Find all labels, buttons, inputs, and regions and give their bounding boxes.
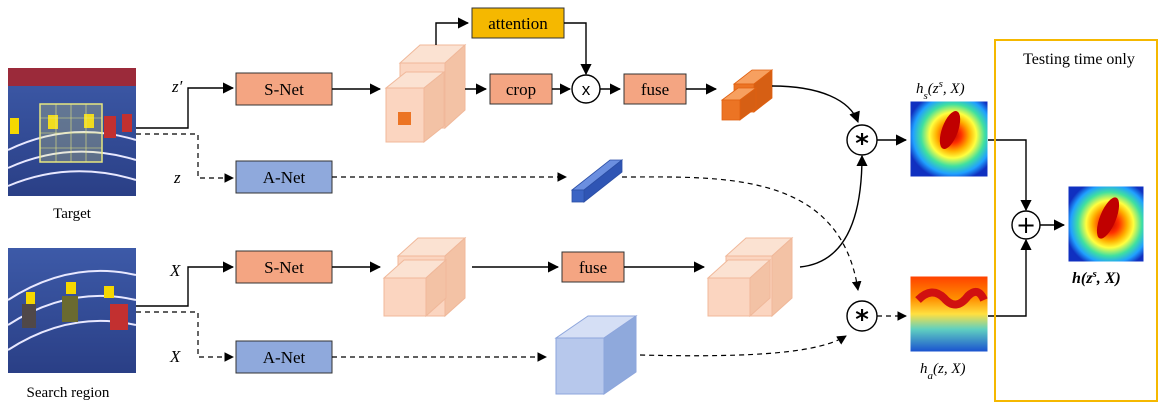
edge-anet-bottom-conv-bottom (639, 335, 847, 357)
edge-hs-sum (988, 139, 1032, 212)
sum-operator: + (1011, 210, 1041, 240)
label-z-prime: z′ (171, 77, 183, 96)
ha-label: ha(z, X) (920, 361, 966, 382)
hs-label: hs(zs, X) (916, 78, 965, 102)
edge-target-z (136, 133, 234, 183)
heatmap-ha (909, 275, 989, 353)
edge-search-conv-top (799, 154, 868, 268)
target-caption: Target (53, 206, 92, 222)
edge-target-zprime (136, 82, 235, 129)
crop-box: crop (489, 73, 553, 105)
heatmap-h (1067, 185, 1145, 263)
conv-bottom-symbol: * (855, 305, 869, 335)
search-caption: Search region (27, 385, 110, 401)
anet-bottom-label: A-Net (263, 348, 306, 367)
attention-label: attention (488, 14, 548, 33)
crop-label: crop (506, 80, 536, 99)
fused-feature-top (720, 69, 774, 121)
multiply-operator: x (571, 74, 601, 104)
fuse-bottom-box: fuse (561, 251, 625, 283)
feature-cubes-bottom-right (706, 236, 794, 318)
snet-top-box: S-Net (235, 72, 333, 106)
label-z: z (173, 168, 181, 187)
snet-top-label: S-Net (264, 80, 304, 99)
feature-cubes-top (384, 43, 467, 144)
sum-symbol: + (1016, 211, 1036, 239)
edge-attention-multiply (564, 22, 592, 76)
fuse-bottom-label: fuse (579, 258, 607, 277)
heatmap-hs (909, 100, 989, 178)
label-x-bottom: X (169, 347, 181, 366)
conv-operator-bottom: * (846, 300, 878, 335)
fuse-top-box: fuse (623, 73, 687, 105)
anet-top-box: A-Net (235, 160, 333, 194)
label-x-top: X (169, 261, 181, 280)
anet-feature-top (570, 159, 624, 203)
snet-bottom-box: S-Net (235, 250, 333, 284)
snet-bottom-label: S-Net (264, 258, 304, 277)
edge-fused-conv-top (771, 85, 860, 124)
attention-box: attention (471, 7, 565, 39)
h-label: h(zs, X) (1072, 268, 1121, 287)
testing-panel (994, 39, 1158, 402)
edge-anet-top-conv-bottom (621, 176, 862, 291)
conv-operator-top: * (846, 124, 878, 159)
edge-search-x-bottom (136, 311, 234, 362)
conv-top-symbol: * (855, 129, 869, 159)
anet-feature-bottom (554, 315, 638, 395)
testing-panel-title: Testing time only (1023, 51, 1135, 68)
feature-cubes-bottom-left (382, 236, 467, 318)
anet-bottom-box: A-Net (235, 340, 333, 374)
edge-search-x-top (136, 261, 235, 307)
target-image (7, 68, 137, 196)
edge-ha-sum (988, 238, 1032, 317)
anet-top-label: A-Net (263, 168, 306, 187)
multiply-label: x (582, 80, 591, 99)
search-image (7, 248, 137, 373)
edge-features-attention (435, 17, 470, 45)
fuse-top-label: fuse (641, 80, 669, 99)
